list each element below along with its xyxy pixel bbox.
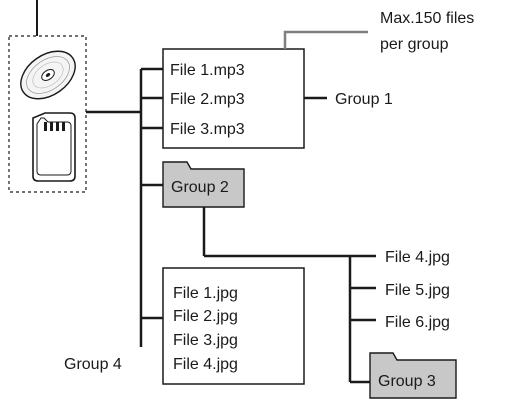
group2-label: Group 2: [171, 179, 229, 196]
group2-file: File 6.jpg: [385, 314, 450, 331]
group4-label: Group 4: [64, 356, 122, 373]
disc-icon: [20, 50, 76, 100]
media-box: [8, 35, 87, 193]
group1-file: File 3.mp3: [170, 121, 245, 138]
max-note-line2: per group: [380, 36, 449, 53]
group4-box: [162, 267, 305, 385]
max-note-line1: Max.150 files: [380, 10, 474, 27]
group3-folder-icon: [369, 352, 457, 399]
group4-file: File 1.jpg: [173, 285, 238, 302]
sd-card-icon: [32, 112, 76, 182]
group1-file: File 1.mp3: [170, 62, 245, 79]
group4-file: File 3.jpg: [173, 332, 238, 349]
group4-file: File 2.jpg: [173, 308, 238, 325]
group3-label: Group 3: [378, 373, 436, 390]
group1-file: File 2.mp3: [170, 91, 245, 108]
group4-file: File 4.jpg: [173, 356, 238, 373]
group1-label: Group 1: [335, 91, 393, 108]
group2-file: File 5.jpg: [385, 282, 450, 299]
group2-folder-icon: [162, 161, 245, 208]
group2-file: File 4.jpg: [385, 249, 450, 266]
max-note-leader: [283, 30, 368, 49]
